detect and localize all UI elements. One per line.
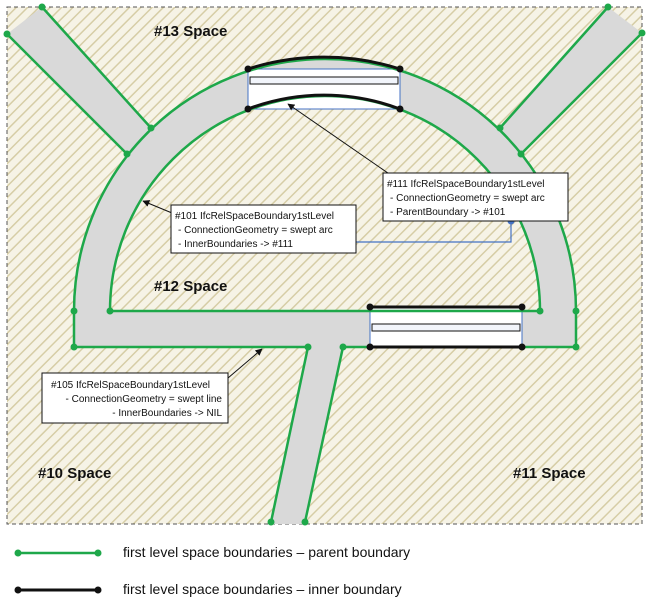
wall-vertical: [271, 347, 343, 524]
arrow-111: [287, 103, 399, 181]
legend-parent: first level space boundaries – parent bo…: [14, 544, 410, 560]
inner-boundary-arch-inner: [247, 93, 401, 111]
arrow-105: [227, 348, 263, 379]
note-105-title: #105 IfcRelSpaceBoundary1stLevel: [51, 380, 210, 391]
note-105-line2: - InnerBoundaries -> NIL: [112, 408, 222, 419]
note-101-title: #101 IfcRelSpaceBoundary1stLevel: [175, 211, 334, 222]
note-105: #105 IfcRelSpaceBoundary1stLevel - Conne…: [41, 372, 229, 424]
note-101-line1: - ConnectionGeometry = swept arc: [178, 225, 333, 236]
boundary-vertical-left: [269, 346, 310, 523]
inner-boundaries: [247, 55, 522, 349]
boundary-diagonal-left-inner: [41, 6, 152, 129]
opening-arch-pane: [249, 76, 399, 85]
boundary-diagonal-left-outer: [6, 33, 128, 155]
boundary-diagonal-right-inner: [499, 6, 609, 129]
wall-diagonal-right: [500, 7, 642, 154]
space-label-11: #11 Space: [513, 465, 586, 482]
note-111-title: #111 IfcRelSpaceBoundary1stLevel: [387, 179, 545, 190]
inner-boundary-nodes: [244, 65, 526, 351]
opening-wall-pane: [371, 323, 521, 332]
space-label-10: #10 Space: [38, 465, 111, 482]
note-105-line1: - ConnectionGeometry = swept line: [66, 394, 223, 405]
inner-boundary-arch-outer: [247, 55, 401, 71]
note-111: #111 IfcRelSpaceBoundary1stLevel - Conne…: [382, 172, 569, 222]
legend-parent-label: first level space boundaries – parent bo…: [123, 544, 410, 560]
parent-boundary-nodes: [3, 3, 646, 526]
legend: first level space boundaries – parent bo…: [14, 544, 410, 597]
note-101-line2: - InnerBoundaries -> #111: [178, 239, 293, 250]
boundary-vertical-right: [303, 346, 345, 523]
wall-diagonal-left: [7, 7, 151, 154]
legend-inner-label: first level space boundaries – inner bou…: [123, 581, 402, 597]
note-111-line2: - ParentBoundary -> #101: [390, 207, 506, 218]
note-111-line1: - ConnectionGeometry = swept arc: [390, 193, 545, 204]
arrow-101: [142, 200, 173, 214]
space-label-12: #12 Space: [154, 278, 227, 295]
leader-arrows: [142, 103, 399, 379]
boundary-diagonal-right-outer: [520, 32, 643, 155]
legend-inner: first level space boundaries – inner bou…: [14, 581, 402, 597]
space-label-13: #13 Space: [154, 23, 227, 40]
wall-arch: [74, 59, 576, 311]
note-101: #101 IfcRelSpaceBoundary1stLevel - Conne…: [170, 204, 357, 254]
